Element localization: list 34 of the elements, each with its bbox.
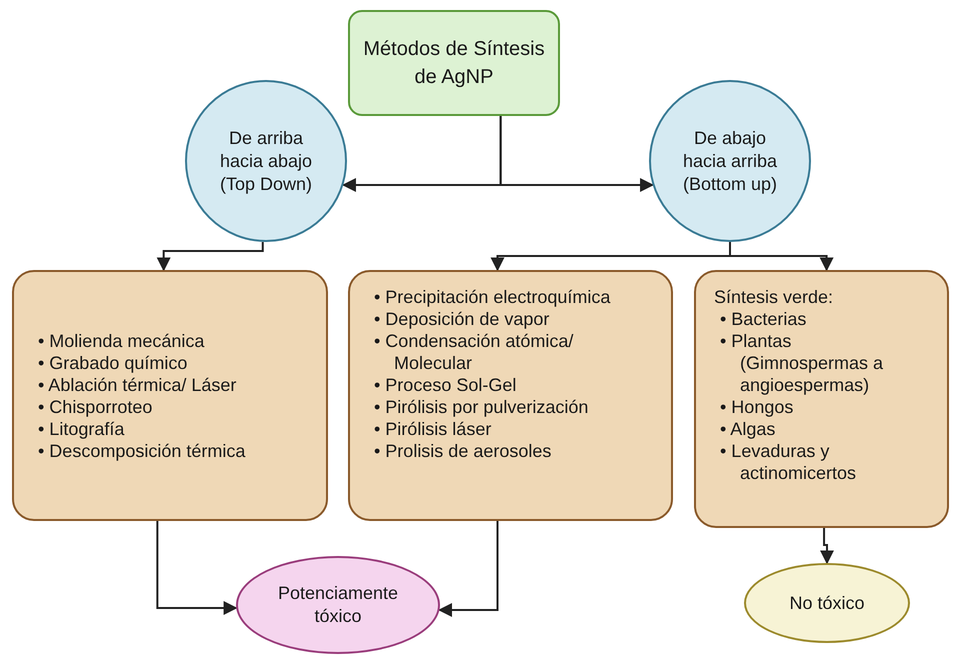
arrow [438, 521, 498, 617]
arrow [820, 528, 834, 564]
list-item: • Proceso Sol-Gel [374, 374, 518, 396]
node-label: No tóxico [789, 592, 865, 614]
list-item: • Hongos [720, 396, 794, 418]
arrow [156, 242, 264, 272]
list-heading: Síntesis verde: [714, 286, 834, 308]
node-label: De abajo hacia arriba (Bottom up) [682, 126, 778, 196]
arrow [500, 116, 654, 192]
list-item: • Litografía [38, 418, 126, 440]
list-item: • Condensación atómica/ Molecular [374, 330, 574, 374]
list-item: • Ablación térmica/ Láser [38, 374, 238, 396]
list-item: • Grabado químico [38, 352, 188, 374]
list-item: • Plantas (Gimnospermas a angioespermas) [720, 330, 884, 396]
node-label: Métodos de Síntesis de AgNP [362, 37, 546, 90]
list-item: • Levaduras y actinomicertos [720, 440, 858, 484]
list-item: • Prolisis de aerosoles [374, 440, 552, 462]
list-item: • Precipitación electroquímica [374, 286, 612, 308]
list-item: • Bacterias [720, 308, 808, 330]
method-box [348, 270, 673, 521]
arrow [729, 242, 834, 272]
list-item: • Molienda mecánica [38, 330, 206, 352]
node-label: De arriba hacia abajo (Top Down) [218, 126, 314, 196]
arrow [156, 521, 238, 615]
list-item: • Pirólisis láser [374, 418, 492, 440]
list-item: • Descomposición térmica [38, 440, 246, 462]
list-item: • Chisporroteo [38, 396, 154, 418]
method-box [12, 270, 328, 521]
method-box [694, 270, 949, 528]
title-box [348, 10, 560, 116]
list-item: • Algas [720, 418, 776, 440]
list-item: • Deposición de vapor [374, 308, 550, 330]
list-item: • Pirólisis por pulverización [374, 396, 590, 418]
node-label: Potenciamente tóxico [278, 582, 398, 628]
